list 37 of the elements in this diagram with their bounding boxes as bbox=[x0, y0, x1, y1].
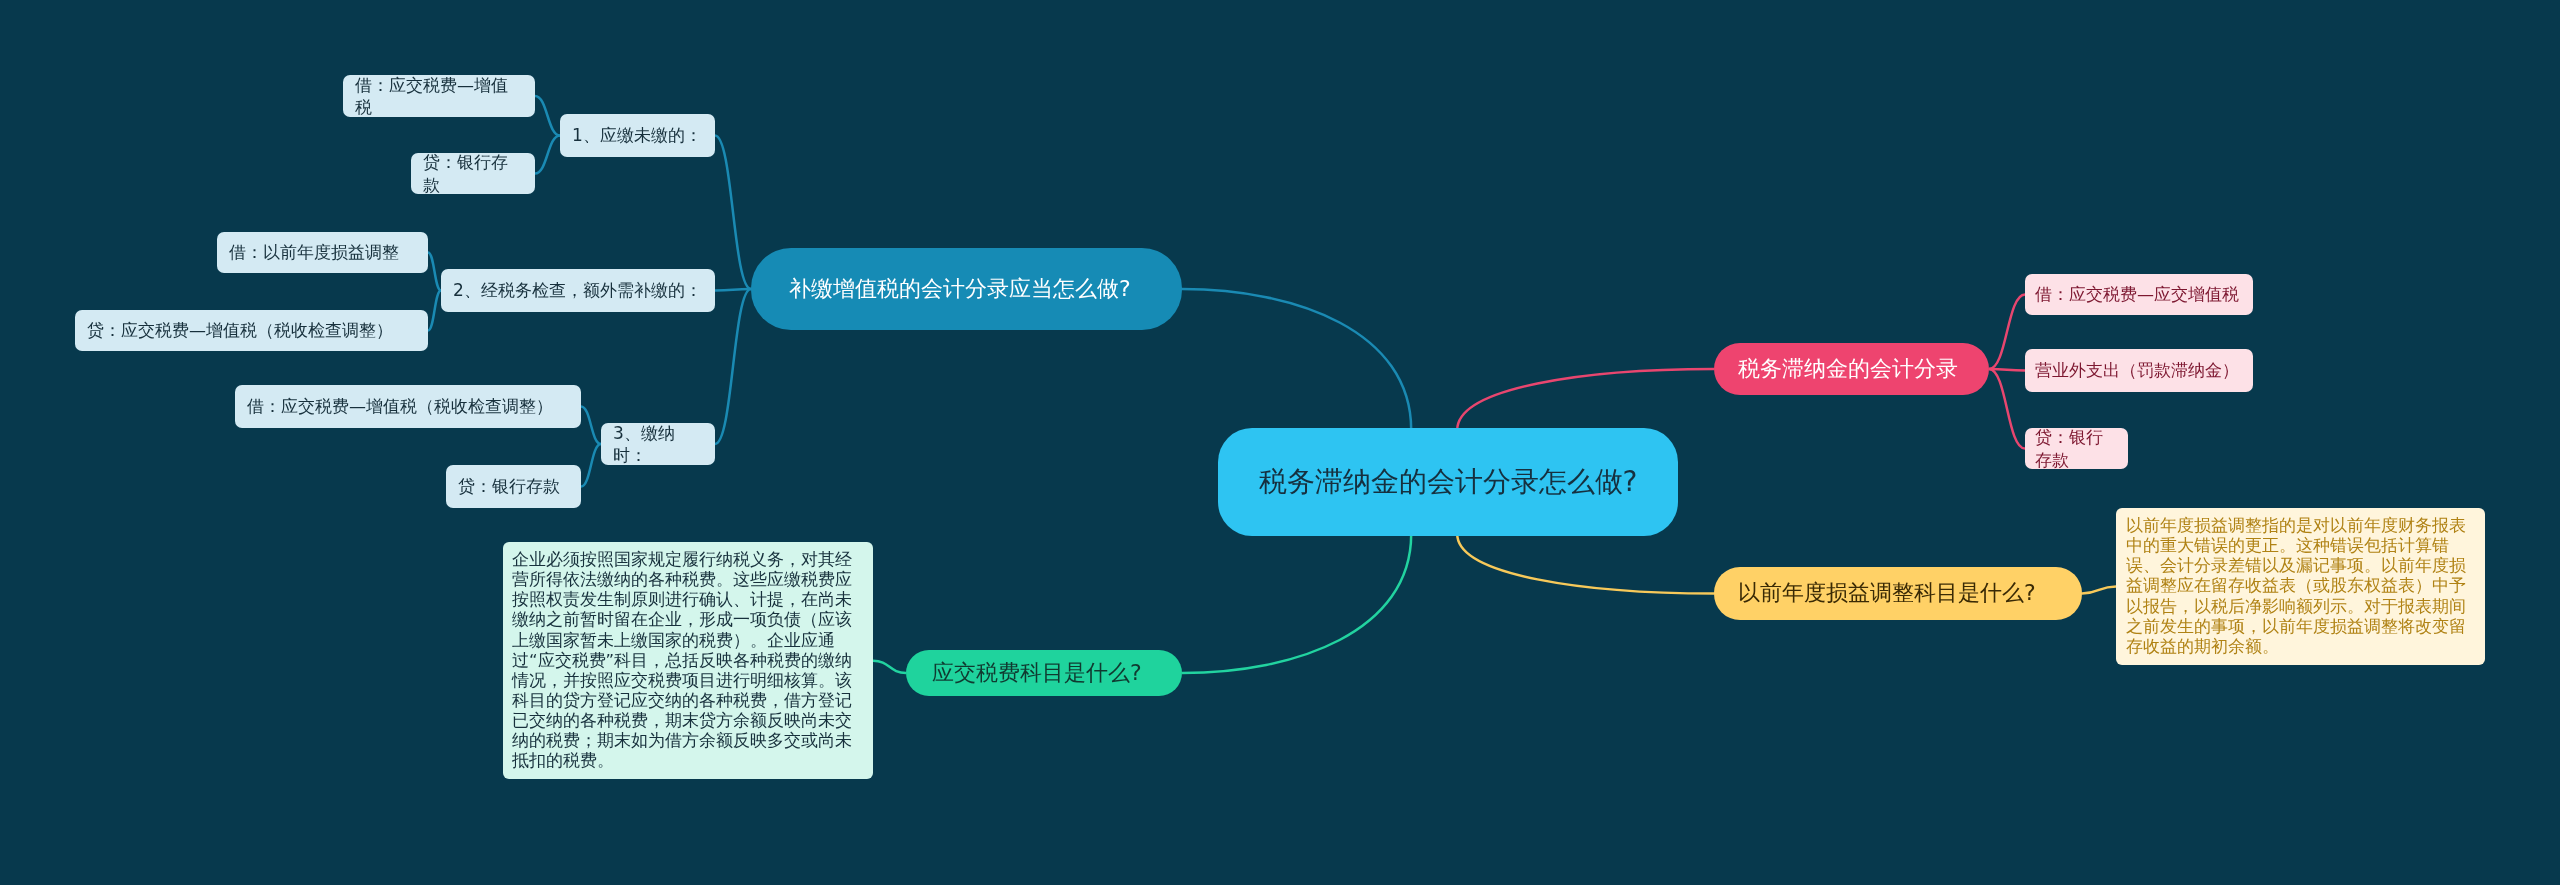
connector-line bbox=[714, 288, 752, 445]
connector-line bbox=[534, 94, 561, 137]
connector-line bbox=[580, 405, 602, 446]
subtopic-box: 借：应交税费—增值税 bbox=[343, 75, 535, 117]
branch-topic: 以前年度损益调整科目是什么? bbox=[1714, 567, 2082, 620]
subtopic-box: 借：应交税费—增值税（税收检查调整） bbox=[235, 385, 581, 428]
subtopic-box: 贷：应交税费—增值税（税收检查调整） bbox=[75, 310, 428, 351]
connector-line bbox=[1181, 287, 1413, 431]
connector-line bbox=[1456, 367, 1714, 431]
connector-line bbox=[1988, 367, 2026, 450]
subtopic-box: 借：以前年度损益调整 bbox=[217, 232, 428, 273]
subtopic-box: 贷：银行存款 bbox=[411, 153, 535, 194]
note-box: 企业必须按照国家规定履行纳税义务，对其经营所得依法缴纳的各种税费。这些应缴税费应按照权责发生制原则进行确认、计提，在尚未缴纳之前暂时留在企业，形成一项负债（应该上缴国家暂未上缴国家的税费）。企业应通过“应交税费”科目，总括反映各种税费的缴纳情况，并按照应交税费项目进行明细核算。该科目的贷方登记应交纳的各种税费，借方登记已交纳的各种税费，期末贷方余额反映尚未交纳的税费；期末如为借方余额反映多交或尚未抵扣的税费。 bbox=[503, 542, 873, 780]
subtopic-box: 2、经税务检查，额外需补缴的： bbox=[441, 269, 715, 312]
connector-line bbox=[2081, 585, 2117, 595]
connector-line bbox=[427, 251, 442, 292]
connector-line bbox=[534, 134, 561, 175]
connector-line bbox=[1988, 293, 2026, 371]
connector-line bbox=[1181, 533, 1413, 675]
connector-line bbox=[580, 442, 602, 488]
connector-line bbox=[427, 289, 442, 332]
connector-line bbox=[714, 134, 752, 290]
branch-topic: 补缴增值税的会计分录应当怎么做? bbox=[751, 248, 1182, 330]
connector-line bbox=[872, 659, 907, 675]
subtopic-box: 贷：银行存款 bbox=[2025, 428, 2128, 469]
root-topic: 税务滞纳金的会计分录怎么做? bbox=[1218, 428, 1678, 536]
connector-line bbox=[715, 287, 751, 292]
note-box: 以前年度损益调整指的是对以前年度财务报表中的重大错误的更正。这种错误包括计算错误、会计分录差错以及漏记事项。以前年度损益调整应在留存收益表（或股东权益表）中予以报告，以税后净影响额列示。对于报表期间之前发生的事项，以前年度损益调整将改变留存收益的期初余额。 bbox=[2116, 508, 2485, 665]
subtopic-box: 贷：银行存款 bbox=[446, 465, 581, 508]
connector-line bbox=[1989, 367, 2025, 372]
subtopic-box: 借：应交税费—应交增值税 bbox=[2025, 274, 2253, 315]
branch-topic: 应交税费科目是什么? bbox=[906, 650, 1182, 696]
subtopic-box: 1、应缴未缴的： bbox=[560, 114, 715, 157]
subtopic-box: 营业外支出（罚款滞纳金） bbox=[2025, 349, 2253, 392]
subtopic-box: 3、缴纳时： bbox=[601, 423, 715, 465]
branch-topic: 税务滞纳金的会计分录 bbox=[1714, 343, 1989, 395]
connector-line bbox=[1456, 533, 1714, 595]
